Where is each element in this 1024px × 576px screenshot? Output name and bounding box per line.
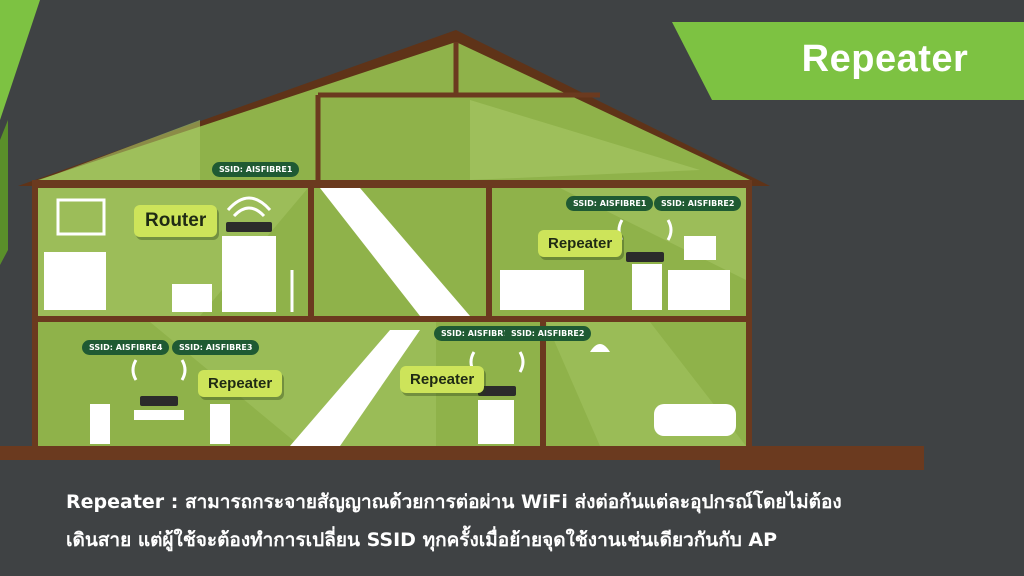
ssid-tag-router: SSID: AISFIBRE1 — [212, 162, 300, 177]
tv-stand-icon — [668, 270, 730, 310]
chair-icon — [90, 404, 110, 444]
ssid-tag-lower-left-2: SSID: AISFIBRE3 — [172, 340, 260, 355]
table-icon — [134, 410, 184, 420]
ground — [0, 446, 924, 460]
repeater-icon — [478, 386, 516, 396]
ssid-tag-lower-mid-2: SSID: AISFIBRE2 — [504, 326, 592, 341]
page-title: Repeater — [801, 38, 969, 80]
picture-frame-icon — [56, 198, 106, 236]
caption-line-2: เดินสาย แต่ผู้ใช้จะต้องทำการเปลี่ยน SSID… — [66, 529, 778, 551]
ceiling-lamp-icon — [590, 344, 610, 352]
repeater-label-lower-mid: Repeater — [400, 366, 485, 393]
ssid-tag-lower-mid-1: SSID: AISFIBRE3 — [434, 326, 522, 341]
shelf-icon — [478, 400, 514, 444]
router-icon — [226, 222, 272, 232]
repeater-icon — [626, 252, 664, 262]
staircase-lower — [290, 330, 420, 446]
chair-icon — [210, 404, 230, 444]
desk-icon — [172, 284, 212, 312]
sofa-icon — [500, 270, 584, 310]
drawer-icon — [632, 264, 662, 310]
ssid-tag-upper-right-2: SSID: AISFIBRE2 — [654, 196, 742, 211]
bed-icon — [44, 252, 106, 310]
repeater-icon — [140, 396, 178, 406]
wifi-icon — [232, 206, 266, 218]
wifi-icon — [131, 359, 138, 381]
wardrobe-icon — [222, 236, 276, 312]
tv-icon — [684, 236, 716, 260]
router-label: Router — [134, 205, 218, 237]
left-accent-stripe — [0, 0, 40, 120]
ssid-tag-lower-left-1: SSID: AISFIBRE4 — [82, 340, 170, 355]
ssid-tag-upper-right-1: SSID: AISFIBRE1 — [566, 196, 654, 211]
bathtub-icon — [654, 404, 736, 436]
attic-light-2 — [470, 100, 700, 180]
caption-line-1: Repeater : สามารถกระจายสัญญาณด้วยการต่อผ… — [66, 491, 842, 513]
staircase-upper — [320, 188, 470, 316]
repeater-label-upper-right: Repeater — [538, 230, 623, 257]
attic-light — [40, 120, 200, 180]
repeater-label-lower-left: Repeater — [198, 370, 283, 397]
left-accent-stripe-2 — [0, 120, 8, 265]
title-banner — [672, 22, 1024, 100]
